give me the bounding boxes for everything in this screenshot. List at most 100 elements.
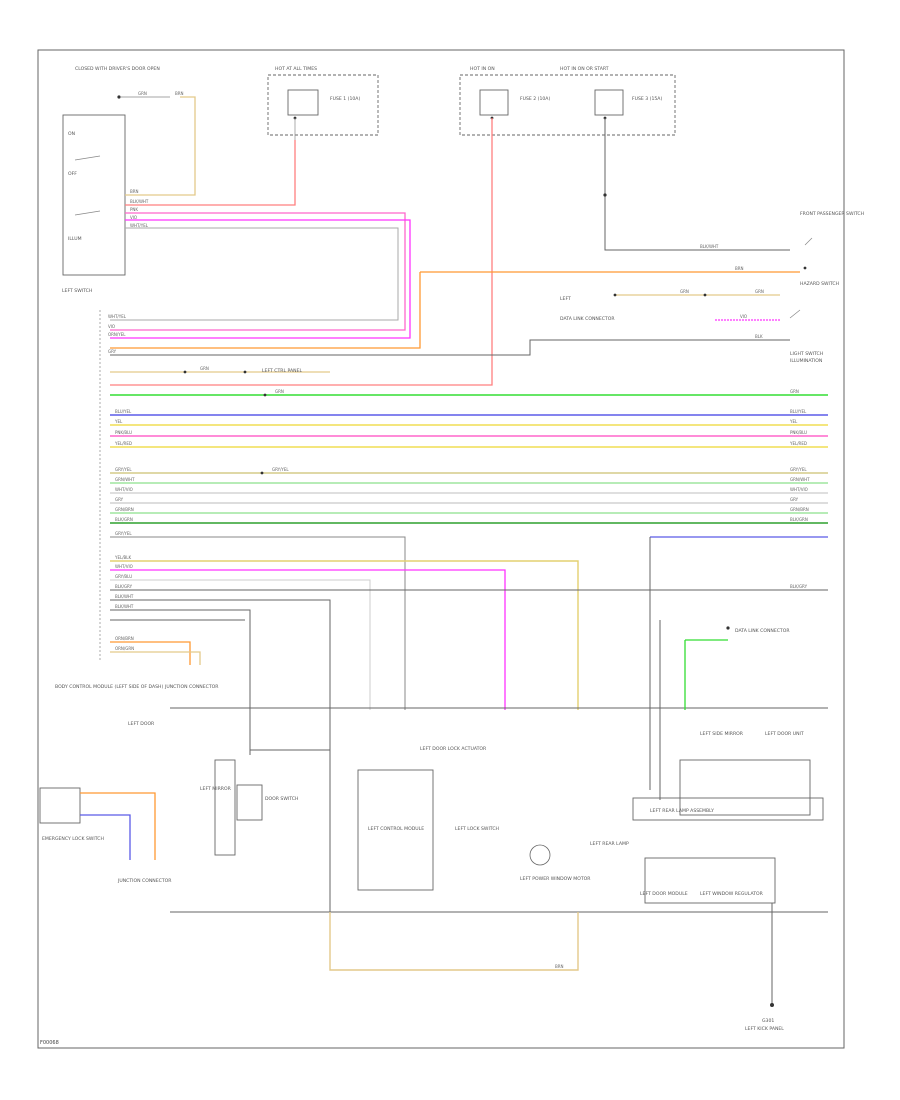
svg-text:WHT/YEL: WHT/YEL	[108, 314, 127, 319]
svg-text:BLK/WHT: BLK/WHT	[115, 604, 134, 609]
svg-text:GRN: GRN	[755, 289, 764, 294]
svg-text:BRN: BRN	[735, 266, 744, 271]
svg-text:GRN/BRN: GRN/BRN	[790, 507, 809, 512]
svg-text:PNK: PNK	[130, 207, 138, 212]
svg-text:BLK/WHT: BLK/WHT	[115, 594, 134, 599]
main-module-label: BODY CONTROL MODULE (LEFT SIDE OF DASH)	[55, 684, 163, 690]
svg-text:PNK/BLU: PNK/BLU	[790, 430, 807, 435]
svg-text:BLK/WHT: BLK/WHT	[700, 244, 719, 249]
svg-text:LEFT REAR LAMP ASSEMBLY: LEFT REAR LAMP ASSEMBLY	[650, 808, 714, 814]
top-left-switch-label: CLOSED WITH DRIVER'S DOOR OPEN	[75, 66, 160, 72]
svg-text:LEFT REAR LAMP: LEFT REAR LAMP	[590, 841, 629, 847]
svg-text:YEL/BLK: YEL/BLK	[114, 555, 132, 560]
svg-text:FUSE 2 (10A): FUSE 2 (10A)	[520, 96, 550, 102]
svg-text:GRN: GRN	[200, 366, 209, 371]
svg-text:DOOR SWITCH: DOOR SWITCH	[265, 796, 298, 802]
svg-text:YEL/RED: YEL/RED	[789, 441, 807, 446]
svg-text:LEFT DOOR LOCK ACTUATOR: LEFT DOOR LOCK ACTUATOR	[420, 746, 487, 752]
svg-text:GRY: GRY	[108, 349, 117, 354]
svg-text:GRN: GRN	[790, 389, 799, 394]
svg-text:WHT/VIO: WHT/VIO	[790, 487, 808, 492]
svg-text:ORN/YEL: ORN/YEL	[108, 332, 126, 337]
svg-text:BLK/GRY: BLK/GRY	[115, 584, 133, 589]
svg-text:GRY/YEL: GRY/YEL	[272, 467, 289, 472]
svg-text:GRN/WHT: GRN/WHT	[115, 477, 135, 482]
svg-text:LIGHT SWITCH: LIGHT SWITCH	[790, 351, 823, 357]
fuse-box-1: HOT AT ALL TIMES FUSE 1 (10A)	[267, 66, 379, 140]
svg-text:BLK/GRN: BLK/GRN	[115, 517, 133, 522]
svg-text:OFF: OFF	[68, 171, 77, 177]
svg-text:LEFT CONTROL MODULE: LEFT CONTROL MODULE	[368, 826, 424, 832]
right-top-switch: FRONT PASSENGER SWITCH	[800, 211, 864, 270]
left-control-module: LEFT DOOR LOCK ACTUATOR LEFT CONTROL MOD…	[249, 708, 629, 912]
wire-pink-loop	[110, 212, 406, 331]
svg-text:PNK/BLU: PNK/BLU	[115, 430, 132, 435]
svg-text:ILLUMINATION: ILLUMINATION	[790, 358, 822, 364]
svg-text:GRY/BLU: GRY/BLU	[115, 574, 132, 579]
svg-text:BRN: BRN	[555, 964, 564, 969]
svg-text:HAZARD SWITCH: HAZARD SWITCH	[800, 281, 839, 287]
svg-text:WHT/YEL: WHT/YEL	[130, 223, 149, 228]
svg-text:LEFT LOCK SWITCH: LEFT LOCK SWITCH	[455, 826, 499, 832]
svg-text:LEFT DOOR MODULE: LEFT DOOR MODULE	[640, 891, 688, 897]
svg-text:GRY: GRY	[115, 497, 124, 502]
svg-text:GRN: GRN	[275, 389, 284, 394]
svg-text:DATA LINK CONNECTOR: DATA LINK CONNECTOR	[735, 628, 790, 634]
left-mirror-block: LEFT MIRROR DOOR SWITCH	[200, 759, 298, 856]
svg-text:FRONT PASSENGER SWITCH: FRONT PASSENGER SWITCH	[800, 211, 864, 217]
diagram-code: F00068	[40, 1040, 59, 1046]
svg-text:LEFT SIDE MIRROR: LEFT SIDE MIRROR	[700, 731, 744, 737]
svg-text:ORN/BRN: ORN/BRN	[115, 636, 134, 641]
svg-text:CLOSED WITH DRIVER'S DOOR OPEN: CLOSED WITH DRIVER'S DOOR OPEN	[75, 66, 160, 72]
svg-text:LEFT DOOR: LEFT DOOR	[128, 721, 155, 727]
svg-text:WHT/VIO: WHT/VIO	[115, 487, 133, 492]
left-switch-block: CLOSED WITH DRIVER'S DOOR OPEN GRN BRN O…	[62, 66, 184, 294]
svg-text:BLU/YEL: BLU/YEL	[115, 409, 132, 414]
svg-text:JUNCTION CONNECTOR: JUNCTION CONNECTOR	[164, 684, 219, 690]
svg-text:LEFT: LEFT	[560, 296, 571, 302]
svg-text:GRY/YEL: GRY/YEL	[115, 467, 132, 472]
svg-text:GRY/YEL: GRY/YEL	[790, 467, 807, 472]
svg-text:VIO: VIO	[108, 324, 115, 329]
svg-text:HOT IN ON OR START: HOT IN ON OR START	[560, 66, 609, 72]
svg-text:BLK/WHT: BLK/WHT	[130, 199, 149, 204]
svg-text:GRN/BRN: GRN/BRN	[115, 507, 134, 512]
svg-text:BLK/GRN: BLK/GRN	[790, 517, 808, 522]
svg-text:BLU/YEL: BLU/YEL	[790, 409, 807, 414]
diagram-frame	[37, 49, 845, 1049]
svg-text:LEFT DOOR UNIT: LEFT DOOR UNIT	[765, 731, 804, 737]
left-switch-label: LEFT SWITCH	[62, 288, 92, 294]
svg-text:VIO: VIO	[740, 314, 747, 319]
svg-text:EMERGENCY LOCK SWITCH: EMERGENCY LOCK SWITCH	[42, 836, 104, 842]
wire-label-grn-top: GRN	[138, 91, 147, 96]
svg-text:FUSE 3 (15A): FUSE 3 (15A)	[632, 96, 662, 102]
svg-text:GRY: GRY	[790, 497, 799, 502]
wire-red-main	[110, 118, 493, 386]
svg-text:YEL/RED: YEL/RED	[114, 441, 132, 446]
svg-text:BRN: BRN	[130, 189, 139, 194]
left-connector-stack: WHT/YEL VIO ORN/YEL GRY	[99, 310, 127, 660]
emergency-lock-switch: EMERGENCY LOCK SWITCH JUNCTION CONNECTOR	[39, 787, 172, 884]
svg-text:HOT IN ON: HOT IN ON	[470, 66, 495, 72]
wire-black-right	[110, 339, 790, 356]
svg-text:ORN/GRN: ORN/GRN	[115, 646, 134, 651]
svg-text:GRN: GRN	[680, 289, 689, 294]
wire-red-fuse1	[125, 140, 296, 206]
ground-label: G301	[762, 1018, 774, 1024]
svg-text:LEFT WINDOW REGULATOR: LEFT WINDOW REGULATOR	[700, 891, 764, 897]
svg-text:DATA LINK CONNECTOR: DATA LINK CONNECTOR	[560, 316, 615, 322]
wire-tan-top	[125, 96, 196, 196]
svg-text:HOT AT ALL TIMES: HOT AT ALL TIMES	[275, 66, 317, 72]
svg-text:YEL: YEL	[789, 419, 798, 424]
wire-tan-bottom	[329, 912, 579, 971]
svg-text:ILLUM: ILLUM	[68, 236, 82, 242]
svg-text:VIO: VIO	[130, 215, 137, 220]
right-lower-block: LEFT SIDE MIRROR LEFT DOOR UNIT LEFT REA…	[632, 620, 824, 904]
svg-text:LEFT POWER WINDOW MOTOR: LEFT POWER WINDOW MOTOR	[520, 876, 591, 882]
svg-text:LEFT CTRL PANEL: LEFT CTRL PANEL	[262, 368, 302, 374]
wire-gray-fuse3	[604, 118, 790, 251]
svg-text:ON: ON	[68, 131, 75, 137]
svg-text:GRN/WHT: GRN/WHT	[790, 477, 810, 482]
wire-gray-loop	[110, 227, 399, 321]
